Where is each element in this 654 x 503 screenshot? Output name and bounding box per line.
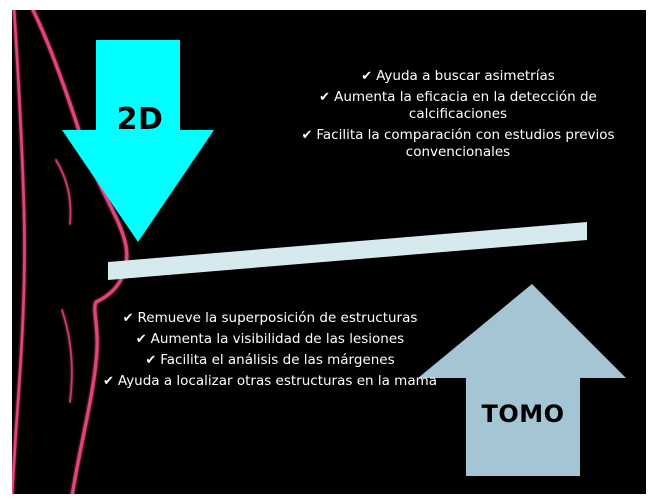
body-outline-back: [12, 10, 26, 494]
slide: 2D TOMO ✔Ayuda a buscar asimetrías ✔Aume…: [12, 10, 646, 494]
list-item: ✔Aumenta la visibilidad de las lesiones: [102, 331, 438, 348]
bullet-text: Facilita la comparación con estudios pre…: [316, 127, 615, 160]
bullet-text: Ayuda a localizar otras estructuras en l…: [117, 373, 438, 389]
list-item: ✔Ayuda a buscar asimetrías: [280, 68, 636, 85]
diagram-graphics: [12, 10, 626, 494]
checkmark-icon: ✔: [135, 332, 147, 347]
checkmark-icon: ✔: [361, 69, 373, 84]
bullet-text: Ayuda a buscar asimetrías: [376, 68, 555, 84]
compression-paddle-bar: [108, 222, 587, 280]
label-2d: 2D: [116, 102, 164, 137]
body-fold-line: [55, 159, 73, 403]
arrow-tomo-up: [418, 284, 626, 476]
checkmark-icon: ✔: [122, 311, 134, 326]
list-item: ✔Facilita la comparación con estudios pr…: [280, 127, 636, 161]
checkmark-icon: ✔: [301, 128, 313, 143]
checkmark-icon: ✔: [319, 90, 331, 105]
top-benefits-list: ✔Ayuda a buscar asimetrías ✔Aumenta la e…: [280, 68, 636, 165]
bullet-text: Remueve la superposición de estructuras: [137, 310, 418, 326]
list-item: ✔Facilita el análisis de las márgenes: [102, 352, 438, 369]
bullet-text: Aumenta la visibilidad de las lesiones: [150, 331, 405, 347]
label-tomo: TOMO: [481, 400, 565, 428]
bottom-benefits-list: ✔Remueve la superposición de estructuras…: [102, 310, 438, 394]
checkmark-icon: ✔: [102, 374, 114, 389]
list-item: ✔Aumenta la eficacia en la detección de …: [280, 89, 636, 123]
checkmark-icon: ✔: [145, 353, 157, 368]
list-item: ✔Ayuda a localizar otras estructuras en …: [102, 373, 438, 390]
bullet-text: Aumenta la eficacia en la detección de c…: [334, 89, 597, 122]
list-item: ✔Remueve la superposición de estructuras: [102, 310, 438, 327]
arrow-2d-down: [62, 40, 214, 242]
bullet-text: Facilita el análisis de las márgenes: [160, 352, 395, 368]
